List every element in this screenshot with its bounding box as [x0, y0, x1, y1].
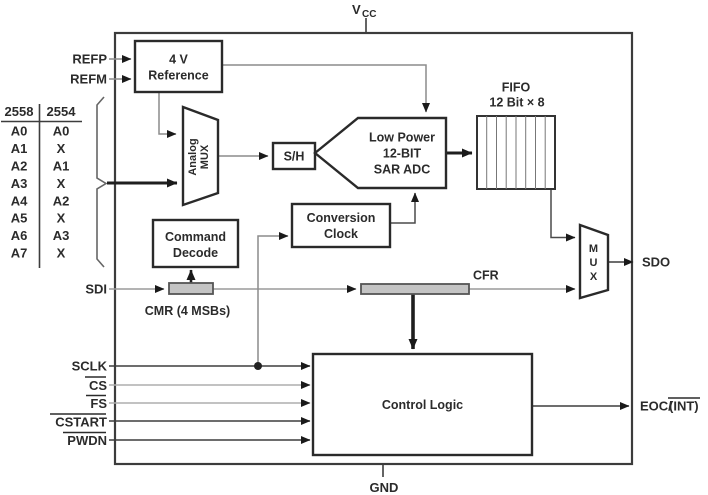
table-cell: X — [57, 211, 66, 226]
sample-hold-block — [271, 141, 317, 171]
wire-reference-to-adc — [222, 64, 430, 113]
fifo-title: FIFO — [502, 81, 531, 95]
table-header-2558: 2558 — [5, 104, 34, 119]
table-cell: A7 — [11, 246, 28, 261]
cfr-label: CFR — [473, 269, 499, 283]
output-mux-block — [578, 223, 610, 300]
blocks: 4 V Reference Analog MUX S/H Low Power 1… — [133, 39, 610, 457]
wire-reference-to-analog-mux — [158, 92, 177, 138]
cs-label: CS — [89, 378, 107, 393]
sclk-junction-dot — [254, 362, 262, 370]
sample-hold-text: S/H — [284, 150, 305, 164]
channel-table: 2558 2554 A0 A0 A1 X A2 A1 A3 X A4 A2 A5… — [1, 96, 108, 268]
gnd-label: GND — [370, 480, 399, 495]
command-decode-text-1: Command — [165, 230, 226, 244]
table-brace — [96, 96, 108, 268]
cfr-register — [360, 283, 470, 295]
sar-adc-block — [313, 116, 448, 190]
output-mux-u: U — [590, 257, 598, 269]
table-cell: A0 — [53, 124, 70, 139]
cmr-register — [168, 282, 214, 295]
wires — [107, 55, 634, 444]
table-cell: A0 — [11, 124, 28, 139]
output-mux-m: M — [589, 243, 598, 255]
analog-mux-block — [181, 105, 220, 207]
wire-sclk-to-conversion-clock — [257, 232, 289, 365]
refm-label: REFM — [70, 72, 107, 87]
table-cell: X — [57, 176, 66, 191]
wire-clock-to-adc — [390, 192, 419, 224]
adc-text-3: SAR ADC — [374, 163, 430, 177]
fifo-cell-dividers — [486, 116, 546, 189]
wire-fifo-to-out-mux — [550, 189, 576, 242]
fs-label: FS — [90, 396, 107, 411]
eoc-int-label: (INT) — [669, 399, 699, 414]
control-logic-text: Control Logic — [382, 398, 463, 412]
table-cell: A4 — [11, 193, 28, 208]
command-decode-text-2: Decode — [173, 246, 218, 260]
sdi-label: SDI — [85, 282, 107, 297]
conversion-clock-text-1: Conversion — [307, 211, 376, 225]
fifo-block — [476, 115, 556, 190]
reference-text-1: 4 V — [169, 53, 188, 67]
reference-text-2: Reference — [148, 69, 208, 83]
pwdn-label: PWDN — [67, 433, 107, 448]
table-header-2554: 2554 — [47, 104, 77, 119]
table-cell: X — [57, 141, 66, 156]
table-cell: A1 — [53, 159, 70, 174]
adc-text-1: Low Power — [369, 131, 435, 145]
table-cell: X — [57, 246, 66, 261]
table-cell: A5 — [11, 211, 28, 226]
table-cell: A6 — [11, 228, 28, 243]
vcc-label: V — [352, 2, 361, 17]
analog-mux-text-2: MUX — [199, 144, 211, 169]
conversion-clock-block — [290, 202, 392, 249]
command-decode-block — [151, 218, 240, 269]
sdo-label: SDO — [642, 255, 670, 270]
refp-label: REFP — [72, 52, 107, 67]
cmr-label: CMR (4 MSBs) — [145, 304, 230, 318]
table-cell: A2 — [53, 193, 70, 208]
table-cell: A2 — [11, 159, 28, 174]
cstart-label: CSTART — [55, 415, 107, 430]
control-logic-block — [311, 352, 534, 457]
output-mux-x: X — [590, 271, 598, 283]
vcc-subscript: CC — [362, 9, 376, 20]
analog-mux-text-1: Analog — [187, 138, 199, 175]
fifo-size: 12 Bit × 8 — [489, 96, 544, 110]
conversion-clock-text-2: Clock — [324, 227, 358, 241]
sclk-label: SCLK — [72, 359, 108, 374]
reference-block — [133, 39, 224, 94]
adc-text-2: 12-BIT — [383, 147, 422, 161]
eoc-label: EOC/ — [640, 399, 672, 414]
table-cell: A1 — [11, 141, 28, 156]
table-cell: A3 — [53, 228, 70, 243]
table-cell: A3 — [11, 176, 28, 191]
